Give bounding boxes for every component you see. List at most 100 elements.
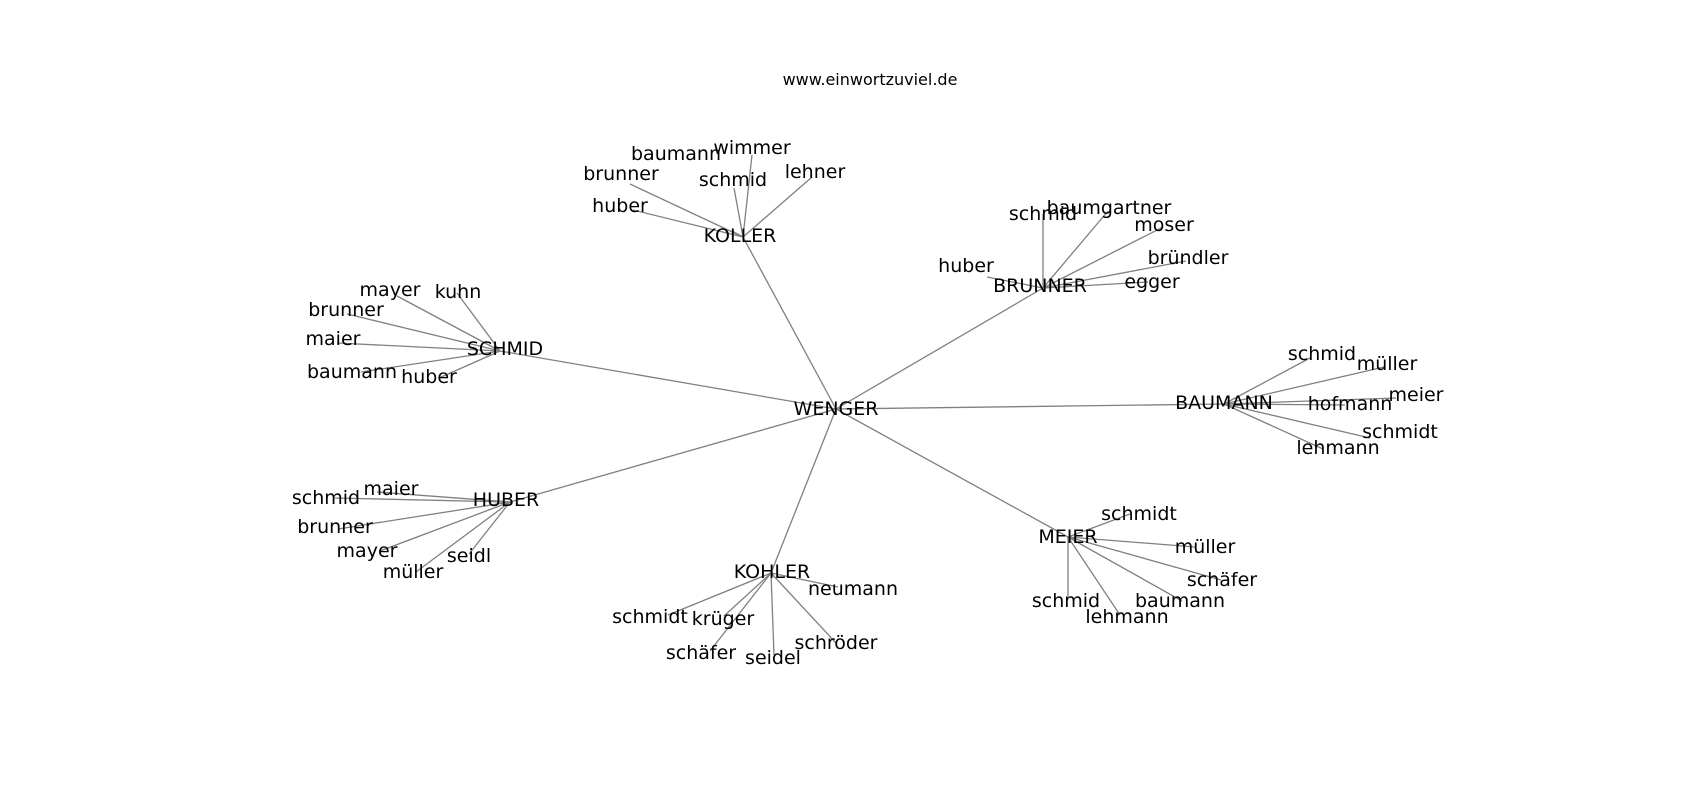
leaf-label-schmid-3: maier [306, 328, 361, 350]
edge-brunner-5 [1042, 281, 1149, 289]
edge-baumann-0 [1223, 357, 1311, 405]
leaf-label-meier-0: schmidt [1101, 503, 1177, 525]
edge-kohler-0 [770, 572, 839, 588]
leaf-label-meier-1: müller [1175, 536, 1236, 558]
edge-schmid-5 [438, 350, 501, 379]
edge-center-huber [509, 408, 837, 503]
leaf-label-brunner-5: egger [1124, 271, 1180, 293]
edge-meier-1 [1067, 536, 1196, 548]
leaf-label-koller-4: lehner [785, 161, 846, 183]
leaf-label-kohler-3: schröder [795, 632, 878, 654]
edge-huber-5 [415, 501, 511, 573]
leaf-label-baumann-0: schmid [1288, 343, 1356, 365]
edge-center-koller [742, 236, 837, 410]
leaf-label-kohler-5: seidel [745, 647, 801, 669]
edge-meier-0 [1067, 513, 1131, 538]
leaf-label-huber-0: maier [364, 478, 419, 500]
leaf-label-baumann-4: schmidt [1362, 421, 1438, 443]
edge-baumann-2 [1223, 397, 1397, 405]
edge-center-baumann [835, 403, 1225, 410]
leaf-label-kohler-4: schäfer [666, 642, 736, 664]
leaf-label-koller-0: baumann [631, 143, 721, 165]
leaf-label-brunner-3: huber [938, 255, 994, 277]
leaf-label-kohler-1: schmidt [612, 606, 688, 628]
edge-center-brunner [835, 287, 1044, 410]
hub-label-meier: MEIER [1038, 526, 1097, 548]
leaf-label-schmid-0: mayer [360, 279, 421, 301]
edge-center-kohler [770, 408, 837, 574]
leaf-label-baumann-3: hofmann [1308, 393, 1393, 415]
edge-center-meier [835, 408, 1069, 538]
leaf-label-brunner-1: baumgartner [1047, 197, 1172, 219]
edge-koller-5 [632, 209, 744, 238]
edge-koller-2 [629, 183, 744, 238]
site-url: www.einwortzuviel.de [782, 70, 958, 89]
leaf-label-meier-5: lehmann [1085, 606, 1168, 628]
edge-brunner-1 [1042, 210, 1109, 289]
edge-schmid-1 [456, 292, 501, 352]
leaf-label-huber-3: mayer [337, 540, 398, 562]
leaf-label-schmid-4: baumann [307, 361, 397, 383]
edge-brunner-3 [986, 276, 1044, 289]
leaf-label-baumann-1: müller [1357, 353, 1418, 375]
leaf-label-huber-2: brunner [297, 516, 373, 538]
leaf-label-koller-3: schmid [699, 169, 767, 191]
leaf-label-kohler-2: krüger [692, 608, 755, 630]
leaf-label-baumann-5: lehmann [1296, 437, 1379, 459]
edge-huber-1 [334, 497, 511, 503]
edge-kohler-1 [667, 572, 772, 616]
leaf-label-brunner-4: bründler [1148, 247, 1229, 269]
leaf-label-schmid-2: brunner [308, 299, 384, 321]
leaf-label-meier-3: baumann [1135, 590, 1225, 612]
edge-brunner-2 [1042, 226, 1164, 289]
edge-baumann-4 [1223, 403, 1371, 439]
edge-koller-1 [742, 154, 753, 238]
edge-huber-2 [337, 501, 511, 530]
leaf-label-schmid-1: kuhn [435, 281, 482, 303]
hub-label-baumann: BAUMANN [1175, 392, 1273, 414]
edge-kohler-3 [770, 572, 837, 644]
edge-huber-4 [468, 501, 511, 555]
center-label: WENGER [794, 398, 879, 420]
edge-baumann-3 [1223, 403, 1346, 406]
leaf-label-brunner-0: schmid [1009, 203, 1077, 225]
leaf-label-kohler-0: neumann [808, 578, 898, 600]
edge-koller-3 [733, 187, 744, 238]
leaf-label-meier-2: schäfer [1187, 569, 1257, 591]
leaf-label-koller-2: brunner [583, 163, 659, 185]
edge-brunner-4 [1042, 260, 1187, 289]
edges [334, 154, 1397, 656]
leaf-label-koller-5: huber [592, 195, 648, 217]
leaf-label-brunner-2: moser [1134, 214, 1194, 236]
leaf-label-huber-1: schmid [292, 487, 360, 509]
edge-baumann-5 [1223, 403, 1324, 450]
edge-schmid-4 [360, 350, 501, 373]
edge-kohler-5 [770, 572, 775, 656]
edge-huber-0 [376, 491, 511, 503]
hub-label-huber: HUBER [473, 489, 539, 511]
leaf-label-koller-1: wimmer [713, 137, 791, 159]
edge-koller-4 [742, 176, 813, 238]
edge-schmid-3 [336, 342, 501, 352]
hub-label-kohler: KOHLER [734, 561, 810, 583]
leaf-label-baumann-2: meier [1389, 384, 1444, 406]
edge-schmid-2 [346, 313, 501, 352]
hub-label-brunner: BRUNNER [993, 275, 1087, 297]
leaf-label-meier-4: schmid [1032, 590, 1100, 612]
edge-schmid-0 [396, 295, 501, 352]
leaf-label-schmid-5: huber [401, 366, 457, 388]
edge-center-schmid [499, 350, 837, 410]
edge-huber-3 [379, 501, 511, 552]
hub-label-koller: KOLLER [704, 225, 777, 247]
edge-meier-2 [1067, 536, 1222, 581]
edge-meier-3 [1067, 536, 1183, 602]
hub-label-schmid: SCHMID [467, 338, 543, 360]
edge-kohler-4 [709, 572, 772, 652]
leaf-label-huber-4: seidl [447, 545, 491, 567]
edge-baumann-1 [1223, 366, 1385, 405]
edge-kohler-2 [723, 572, 772, 617]
leaf-label-huber-5: müller [383, 561, 444, 583]
